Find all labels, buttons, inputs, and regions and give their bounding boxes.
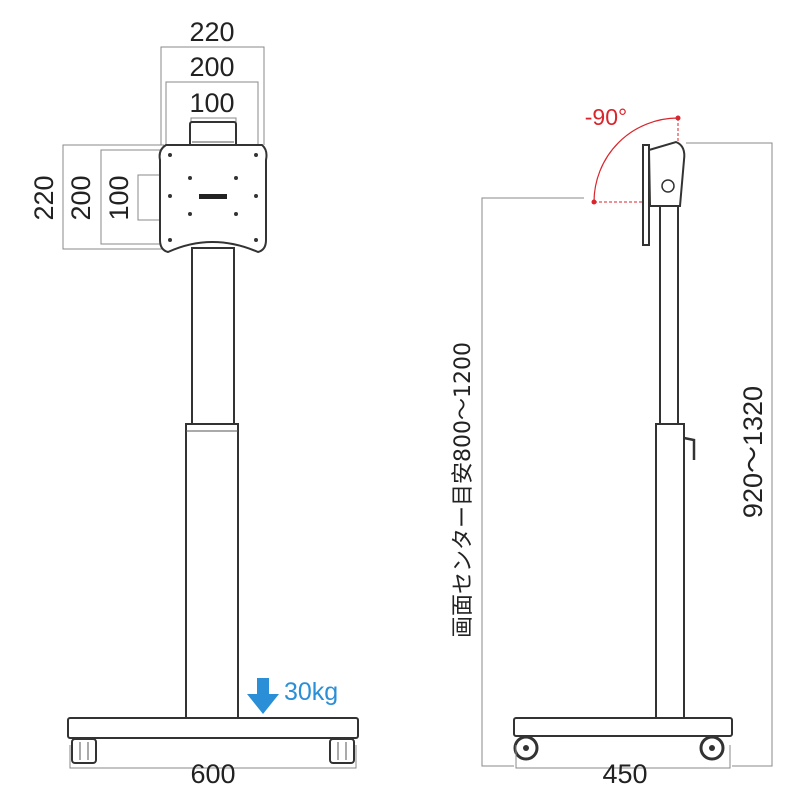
- mount-center-slot: [199, 194, 227, 199]
- front-caster-right: [329, 738, 355, 764]
- total-height-line: [686, 142, 773, 767]
- side-height-100-label: 100: [104, 175, 134, 220]
- side-caster-left: [513, 735, 539, 761]
- down-arrow-icon: [247, 678, 279, 714]
- side-caster-right: [699, 735, 725, 761]
- mount-holes: [168, 153, 258, 242]
- side-mount-plate: [642, 144, 650, 246]
- top-width-220-label: 220: [189, 17, 234, 47]
- top-width-200-label: 200: [189, 52, 234, 82]
- center-height-label: 画面センター目安800～1200: [451, 342, 476, 638]
- side-bracket: [647, 140, 686, 207]
- total-height-label: 920～1320: [738, 386, 768, 518]
- tilt-angle-label: -90°: [585, 104, 627, 130]
- upper-pole: [191, 247, 235, 425]
- lower-pole: [185, 423, 239, 719]
- side-view: -90° 画面センター目安800～1200 920～1320 450: [451, 104, 773, 789]
- side-height-200-label: 200: [66, 175, 96, 220]
- center-height-line: [481, 197, 584, 767]
- base-width-line: [69, 745, 357, 769]
- front-view: 220 200 100 220 200 100: [29, 17, 359, 789]
- side-lower-pole: [655, 423, 685, 719]
- base-depth-line: [515, 745, 731, 769]
- height-lever: [683, 436, 696, 460]
- side-height-220-label: 220: [29, 175, 59, 220]
- top-width-100-label: 100: [189, 88, 234, 118]
- base-width-label: 600: [190, 759, 235, 789]
- base-depth-label: 450: [602, 759, 647, 789]
- side-base: [513, 717, 733, 737]
- front-base: [67, 717, 359, 739]
- tilt-arc: [593, 117, 679, 203]
- side-dimension-lines: [62, 144, 164, 250]
- front-caster-left: [71, 738, 97, 764]
- side-upper-pole: [659, 205, 679, 425]
- load-capacity-label: 30kg: [284, 678, 338, 706]
